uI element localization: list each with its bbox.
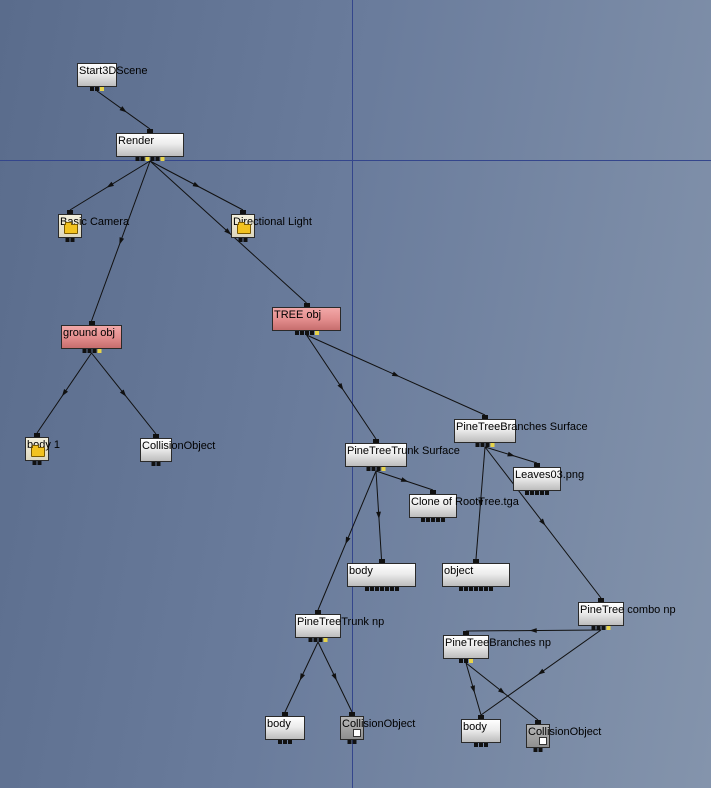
input-port[interactable] bbox=[482, 415, 488, 419]
link-badge-icon bbox=[353, 729, 361, 737]
output-ports[interactable] bbox=[459, 587, 493, 591]
node-body-3[interactable]: body bbox=[265, 712, 305, 744]
output-ports[interactable] bbox=[459, 659, 473, 663]
folder-icon bbox=[31, 445, 45, 457]
input-port[interactable] bbox=[478, 715, 484, 719]
output-ports[interactable] bbox=[475, 443, 495, 447]
folder-icon bbox=[237, 222, 251, 234]
input-port[interactable] bbox=[598, 598, 604, 602]
edge-arrowhead bbox=[498, 687, 506, 694]
node-body-2[interactable]: body bbox=[347, 559, 416, 591]
output-ports[interactable] bbox=[366, 467, 386, 471]
edge-arrowhead bbox=[539, 518, 546, 526]
node-leaves03[interactable]: Leaves03.png bbox=[513, 463, 584, 495]
node-label: object bbox=[444, 565, 474, 577]
output-ports[interactable] bbox=[308, 638, 328, 642]
edge-arrowhead bbox=[400, 477, 409, 482]
guide-line-horizontal bbox=[0, 160, 711, 161]
link-badge-icon bbox=[539, 737, 547, 745]
input-port[interactable] bbox=[373, 439, 379, 443]
edge-arrowhead bbox=[470, 685, 475, 693]
output-ports[interactable] bbox=[294, 331, 319, 335]
input-port[interactable] bbox=[153, 434, 159, 438]
input-port[interactable] bbox=[67, 210, 73, 214]
input-port[interactable] bbox=[147, 129, 153, 133]
output-ports[interactable] bbox=[151, 462, 161, 466]
node-collision-object-2[interactable]: CollisionObject bbox=[340, 712, 415, 744]
node-body-4[interactable]: body bbox=[461, 715, 501, 747]
edge-arrowhead bbox=[376, 511, 381, 519]
edge-arrowhead bbox=[106, 181, 114, 188]
edge-arrowhead bbox=[299, 673, 306, 681]
guide-line-vertical bbox=[352, 0, 353, 788]
input-port[interactable] bbox=[349, 712, 355, 716]
input-port[interactable] bbox=[315, 610, 321, 614]
node-pinetree-combo-np[interactable]: PineTree combo np bbox=[578, 598, 676, 630]
node-label: Render bbox=[118, 135, 155, 147]
input-port[interactable] bbox=[88, 321, 95, 325]
node-start[interactable]: Start3DScene bbox=[77, 63, 147, 91]
output-ports[interactable] bbox=[238, 238, 248, 242]
node-pinetree-branches-surface[interactable]: PineTreeBranches Surface bbox=[454, 415, 588, 447]
output-ports[interactable] bbox=[32, 461, 42, 465]
output-ports[interactable] bbox=[65, 238, 75, 242]
input-port[interactable] bbox=[303, 303, 310, 307]
input-port[interactable] bbox=[473, 559, 479, 563]
node-pinetree-branches-np[interactable]: PineTreeBranches np bbox=[443, 631, 551, 663]
edge-arrowhead bbox=[119, 106, 127, 113]
node-render[interactable]: Render bbox=[116, 129, 184, 161]
output-ports[interactable] bbox=[533, 748, 543, 752]
node-collision-object-3[interactable]: CollisionObject bbox=[526, 720, 601, 752]
edge-arrowhead bbox=[224, 228, 232, 235]
input-port[interactable] bbox=[534, 463, 540, 467]
input-port[interactable] bbox=[430, 490, 436, 494]
node-pinetree-trunk-surface[interactable]: PineTreeTrunk Surface bbox=[345, 439, 460, 471]
output-ports[interactable] bbox=[525, 491, 549, 495]
node-ground-obj[interactable]: ground obj bbox=[61, 321, 122, 353]
edge-arrowhead bbox=[529, 628, 537, 633]
edge-arrowhead bbox=[478, 499, 484, 507]
node-label: ground obj bbox=[63, 327, 115, 339]
output-ports[interactable] bbox=[135, 157, 165, 161]
input-port[interactable] bbox=[535, 720, 541, 724]
node-basic-camera[interactable]: Basic Camera bbox=[58, 210, 129, 242]
node-body-1[interactable]: body 1 bbox=[25, 433, 60, 465]
input-port[interactable] bbox=[378, 559, 385, 563]
node-label: body bbox=[463, 721, 487, 733]
output-ports[interactable] bbox=[474, 743, 488, 747]
output-ports[interactable] bbox=[90, 87, 104, 91]
node-label: body bbox=[267, 718, 291, 730]
edge-arrowhead bbox=[119, 237, 125, 245]
edge-arrowhead bbox=[61, 389, 69, 397]
input-port[interactable] bbox=[34, 433, 40, 437]
edge-arrowhead bbox=[345, 536, 351, 545]
edge-arrowhead bbox=[507, 451, 515, 457]
node-clone-of-roottree[interactable]: Clone of RootTree.tga bbox=[409, 490, 519, 522]
node-label: TREE obj bbox=[274, 309, 322, 321]
output-ports[interactable] bbox=[421, 518, 445, 522]
output-ports[interactable] bbox=[591, 626, 611, 630]
edge-arrowhead bbox=[537, 668, 545, 675]
edge-arrowhead bbox=[192, 181, 201, 188]
node-object[interactable]: object bbox=[442, 559, 510, 591]
node-collision-object-1[interactable]: CollisionObject bbox=[140, 434, 215, 466]
input-port[interactable] bbox=[240, 210, 246, 214]
node-directional-light[interactable]: Directional Light bbox=[231, 210, 312, 242]
edge-arrowhead bbox=[119, 389, 127, 397]
node-pinetree-trunk-np[interactable]: PineTreeTrunk np bbox=[295, 610, 384, 642]
node-tree-obj[interactable]: TREE obj bbox=[272, 303, 341, 335]
edge-arrowhead bbox=[331, 673, 337, 681]
folder-icon bbox=[64, 222, 78, 234]
output-ports[interactable] bbox=[278, 740, 292, 744]
output-ports[interactable] bbox=[347, 740, 357, 744]
edge-arrowhead bbox=[391, 371, 400, 377]
output-ports[interactable] bbox=[364, 587, 399, 591]
node-label: body bbox=[349, 565, 373, 577]
edge-arrowhead bbox=[337, 383, 344, 391]
input-port[interactable] bbox=[282, 712, 288, 716]
output-ports[interactable] bbox=[82, 349, 101, 353]
input-port[interactable] bbox=[463, 631, 469, 635]
